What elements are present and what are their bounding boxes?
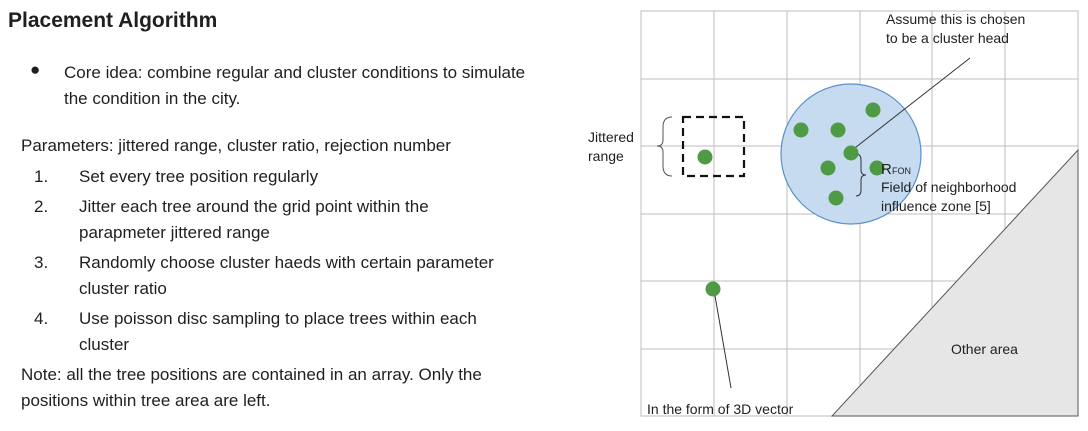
core-idea-text: Core idea: combine regular and cluster c… [64, 63, 526, 108]
tree-dot [793, 122, 809, 138]
step-number: 1. [34, 167, 49, 186]
jittered-range-brace [656, 116, 673, 177]
vector-pointer [713, 289, 732, 389]
tree-dot [820, 160, 836, 176]
cluster-head-label: to be a cluster head [886, 30, 1009, 46]
step-number: 4. [34, 309, 49, 328]
step-text: Jitter each tree around the grid point w… [79, 197, 429, 242]
jittered-range-label: range [588, 148, 624, 164]
rfon-subscript: FON [892, 166, 911, 176]
other-area-triangle [830, 148, 1079, 417]
step-item: 4. Use poisson disc sampling to place tr… [0, 306, 560, 358]
jitter-range-box [681, 115, 746, 178]
fon-label: Field of neighborhood [881, 179, 1016, 195]
jittered-range-label: Jittered [588, 129, 634, 145]
rfon-label: R [881, 161, 892, 178]
tree-dot [828, 190, 844, 206]
bullet-dot: ● [30, 60, 41, 79]
steps-list: 1. Set every tree position regularly 2. … [0, 164, 560, 362]
parameters-text: Parameters: jittered range, cluster rati… [21, 136, 451, 155]
slide-title: Placement Algorithm [8, 9, 218, 32]
cluster-head-tree-dot [843, 145, 859, 161]
step-number: 2. [34, 197, 49, 216]
tree-dot [697, 149, 713, 165]
step-item: 2. Jitter each tree around the grid poin… [0, 194, 560, 246]
tree-dot [865, 102, 881, 118]
tree-dot [869, 160, 885, 176]
step-text: Use poisson disc sampling to place trees… [79, 309, 477, 354]
step-item: 3. Randomly choose cluster haeds with ce… [0, 250, 560, 302]
step-text: Set every tree position regularly [79, 167, 319, 186]
step-item: 1. Set every tree position regularly [0, 164, 560, 190]
note-text: Note: all the tree positions are contain… [21, 365, 482, 410]
cluster-head-pointer [850, 57, 971, 152]
tree-dot [830, 122, 846, 138]
cluster-head-label: Assume this is chosen [886, 11, 1025, 27]
fon-radius-brace [855, 153, 867, 197]
vector-label: In the form of 3D vector [647, 401, 794, 417]
step-text: Randomly choose cluster haeds with certa… [79, 253, 494, 298]
step-number: 3. [34, 253, 49, 272]
trees [697, 102, 885, 297]
other-area-label: Other area [951, 341, 1018, 357]
tree-dot [705, 281, 721, 297]
fon-label: influence zone [5] [881, 198, 991, 214]
